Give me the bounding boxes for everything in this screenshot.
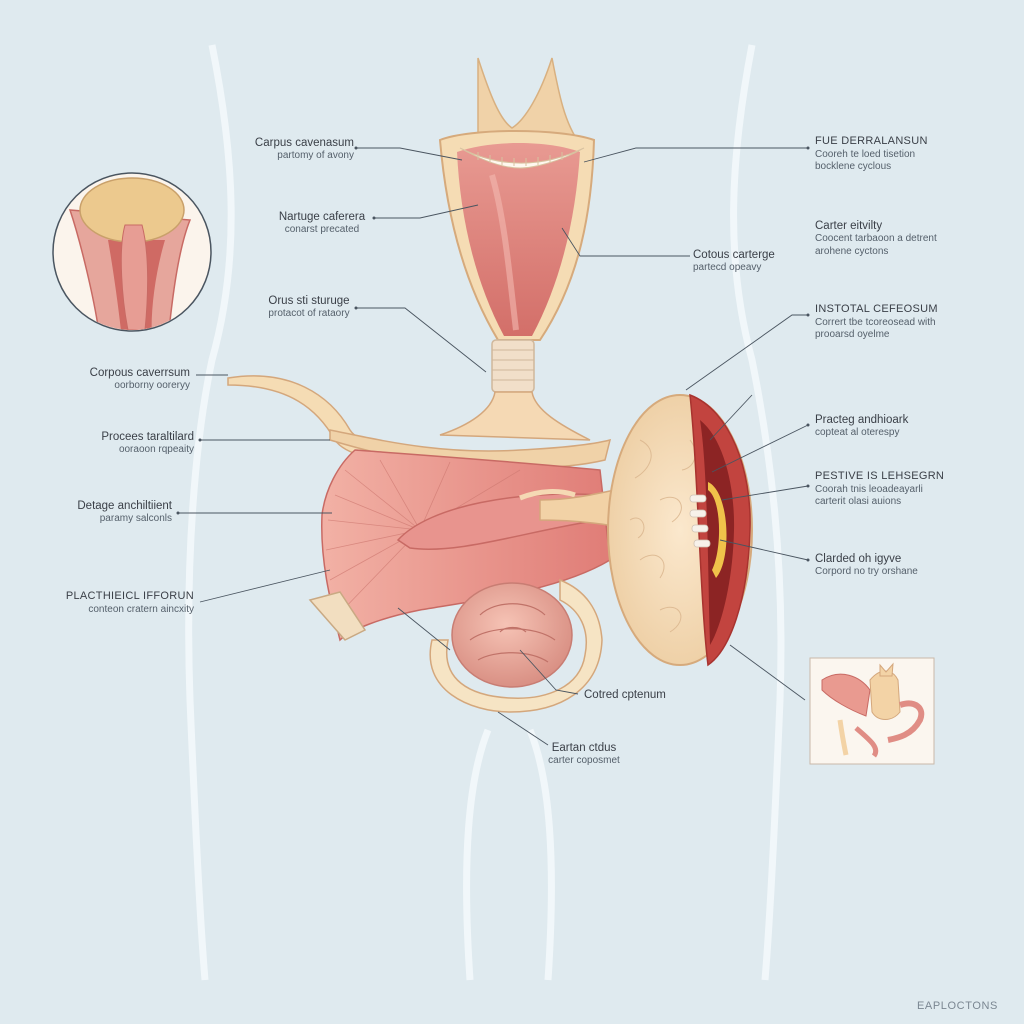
label-cotred-cptenum: Cotred cptenum [584, 688, 666, 702]
label-title: Corpous caverrsum [89, 367, 190, 379]
bell-structure [607, 393, 753, 667]
footer-caption: EAPLOCTONS [917, 1000, 998, 1012]
label-title: Orus sti sturuge [268, 295, 350, 307]
label-corpous-caverrsum: Corpous caverrsum oorborny ooreryy [90, 366, 190, 393]
label-subtitle: oorborny ooreryy [114, 380, 190, 392]
label-subtitle: Corrert tbe tcoreosead with [815, 316, 936, 328]
label-subtitle: Cooreh te loed tisetion [815, 148, 916, 160]
label-subtitle: conarst precated [284, 224, 360, 236]
label-title: INSTOTAL CEFEOSUM [815, 303, 938, 315]
label-subtitle: Corpord no try orshane [815, 566, 918, 578]
label-subtitle: protacot of rataory [268, 308, 350, 320]
label-subtitle-2: carterit olasi auions [815, 496, 902, 508]
body-silhouette [185, 44, 785, 981]
label-carter-eitvilty: Carter eitvilty Coocent tarbaoon a detre… [815, 219, 937, 258]
label-title: Procees taraltilard [101, 431, 194, 443]
label-eartan-ctdus: Eartan ctdus carter coposmet [534, 741, 634, 768]
label-title: FUE DERRALANSUN [815, 135, 928, 147]
leader-dots [176, 146, 810, 562]
label-fue-derralansun: FUE DERRALANSUN Cooreh te loed tisetion … [815, 135, 928, 174]
label-clarded-oh-igyve: Clarded oh igyve Corpord no try orshane [815, 552, 918, 579]
label-title: PESTIVE IS LEHSEGRN [815, 470, 945, 482]
lower-pouch [429, 578, 603, 713]
label-title: Clarded oh igyve [815, 553, 902, 565]
label-placthieicl-ifforun: PLACTHIEICL IFFORUN conteon cratern ainc… [66, 590, 194, 616]
label-subtitle: conteon cratern aincxity [88, 603, 194, 615]
label-cotous-carterge: Cotous carterge partecd opeavy [693, 248, 775, 275]
label-title: Cotred cptenum [584, 689, 666, 701]
label-title: Detage anchiltiient [77, 500, 172, 512]
label-title: Cotous carterge [693, 249, 775, 261]
label-title: Practeg andhioark [815, 414, 909, 426]
label-instotal-cefeosum: INSTOTAL CEFEOSUM Corrert tbe tcoreosead… [815, 303, 938, 342]
label-title: Carpus cavenasum [254, 137, 354, 149]
label-practeg-andhioark: Practeg andhioark copteat al oterespy [815, 413, 908, 440]
label-orus-sti-sturuge: Orus sti sturuge protacot of rataory [250, 294, 368, 321]
label-title: PLACTHIEICL IFFORUN [65, 590, 194, 602]
label-title: Carter eitvilty [815, 220, 883, 232]
label-subtitle: partecd opeavy [693, 262, 762, 274]
label-carpus-cavenasum: Carpus cavenasum partomy of avony [255, 136, 354, 163]
left-inset-circle [52, 172, 212, 332]
label-subtitle: partomy of avony [277, 150, 354, 162]
label-detage-anchiltiient: Detage anchiltiient paramy salconls [77, 499, 172, 526]
label-subtitle-2: bocklene cyclous [815, 161, 892, 173]
label-subtitle: carter coposmet [548, 755, 620, 767]
leader-lines [178, 147, 809, 746]
right-inset-picture [809, 657, 935, 765]
label-procees-taraltilard: Procees taraltilard ooraoon rqpeaity [101, 430, 194, 457]
label-subtitle-2: arohene cyctons [815, 245, 889, 257]
label-subtitle-2: prooarsd oyelme [815, 329, 890, 341]
label-pestive-is-lehsegrn: PESTIVE IS LEHSEGRN Coorah tnis leoadeay… [815, 470, 944, 509]
label-nartuge-caferera: Nartuge caferera conarst precated [262, 210, 382, 237]
label-subtitle: paramy salconls [99, 513, 172, 525]
label-subtitle: copteat al oterespy [815, 427, 900, 439]
upper-tube [438, 57, 596, 441]
label-subtitle: ooraoon rqpeaity [118, 444, 194, 456]
label-subtitle: Coorah tnis leoadeayarli [815, 483, 923, 495]
label-subtitle: Coocent tarbaoon a detrent [815, 233, 937, 245]
label-title: Eartan ctdus [551, 742, 617, 754]
label-title: Nartuge caferera [278, 211, 366, 223]
